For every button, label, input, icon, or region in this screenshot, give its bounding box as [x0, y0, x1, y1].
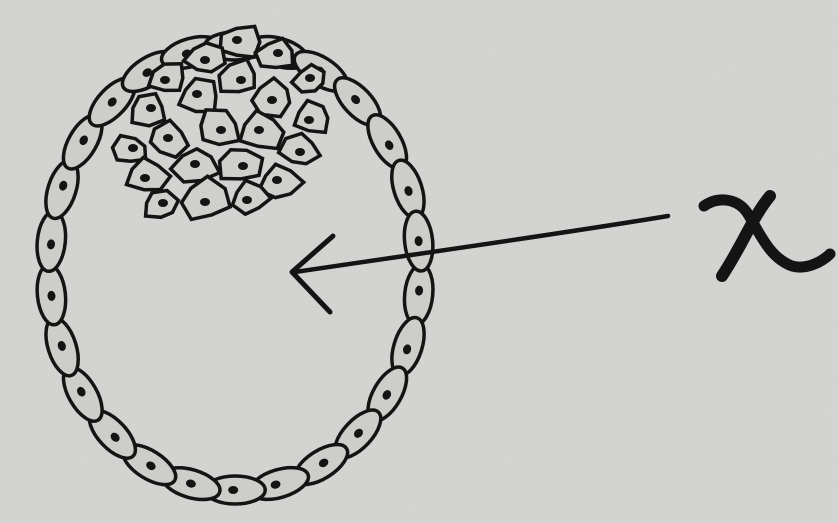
inner-mass-cell — [146, 191, 179, 218]
cell-nucleus — [228, 486, 238, 494]
cell-nucleus — [272, 176, 282, 184]
cell-nucleus — [200, 198, 210, 206]
inner-mass-cell — [132, 94, 165, 126]
inner-mass-cell — [220, 150, 263, 179]
cell-nucleus — [232, 36, 242, 44]
cell-nucleus — [295, 148, 305, 156]
cell-nucleus — [158, 199, 168, 207]
cell-nucleus — [192, 90, 202, 98]
cell-nucleus — [273, 49, 283, 57]
cell-nucleus — [305, 74, 315, 82]
cell-nucleus — [146, 104, 156, 112]
cell-nucleus — [200, 56, 210, 64]
cell-nucleus — [140, 174, 150, 182]
cell-nucleus — [304, 116, 314, 124]
cell-nucleus — [236, 76, 246, 84]
cell-nucleus — [216, 126, 226, 134]
cell-nucleus — [163, 134, 173, 142]
cell-nucleus — [128, 144, 138, 152]
cell-nucleus — [190, 160, 200, 168]
cell-nucleus — [238, 162, 248, 170]
cell-nucleus — [160, 76, 170, 84]
cell-nucleus — [242, 196, 252, 204]
cell-nucleus — [267, 96, 277, 104]
cell-nucleus — [254, 126, 264, 134]
